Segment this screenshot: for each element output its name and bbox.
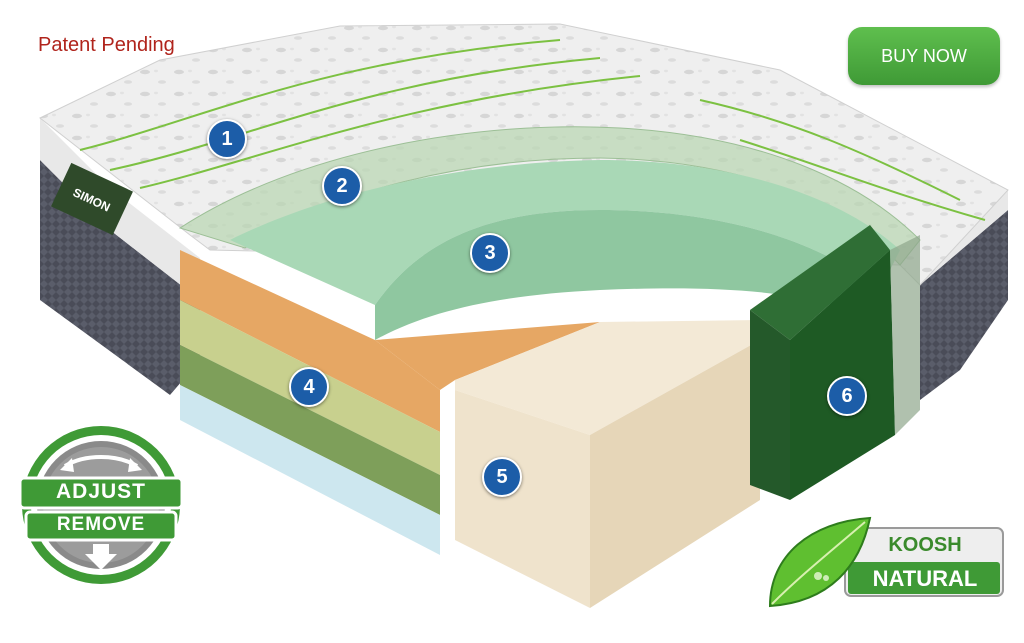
remove-label: REMOVE [56, 514, 146, 535]
adjust-remove-badge: ADJUST REMOVE [18, 424, 184, 586]
layer-marker-3[interactable]: 3 [470, 233, 510, 273]
patent-pending-label: Patent Pending [38, 34, 175, 56]
buy-now-button[interactable]: BUY NOW [848, 27, 1000, 85]
adjust-badge-graphic [18, 426, 184, 584]
koosh-badge-graphic [768, 516, 1004, 608]
koosh-natural-badge: KOOSH NATURAL [760, 516, 1010, 616]
layer-marker-5[interactable]: 5 [482, 457, 522, 497]
koosh-label: KOOSH [888, 534, 962, 556]
layer-marker-2[interactable]: 2 [322, 166, 362, 206]
layer-marker-6[interactable]: 6 [827, 376, 867, 416]
leaf-icon [768, 516, 872, 608]
natural-label: NATURAL [872, 566, 978, 591]
down-arrow-icon [85, 544, 117, 570]
adjust-label: ADJUST [55, 480, 146, 503]
layer-marker-4[interactable]: 4 [289, 367, 329, 407]
layer-marker-1[interactable]: 1 [207, 119, 247, 159]
layer-5-base-foam [455, 320, 760, 608]
layer-6-edge-support [750, 225, 920, 500]
layer-4-stack [180, 250, 600, 555]
simon-logo: SIMON [51, 162, 133, 236]
